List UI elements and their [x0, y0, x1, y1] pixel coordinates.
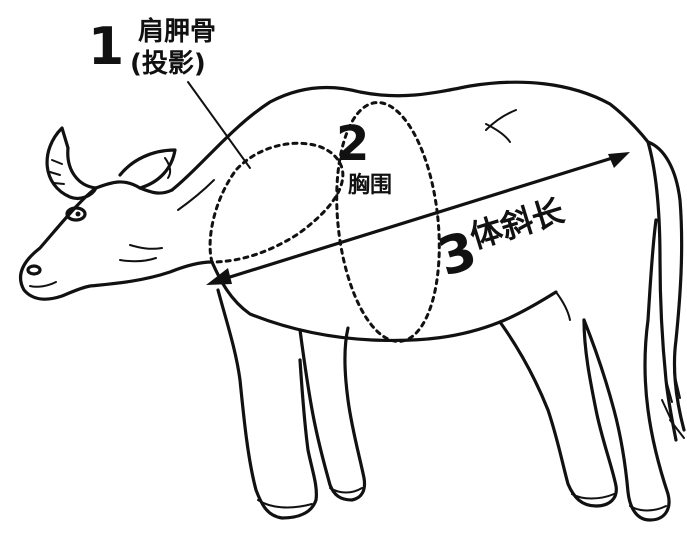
label-3-text: 体斜长 — [465, 192, 568, 256]
scapula-leader-line — [187, 81, 251, 169]
label-1-number: 1 — [88, 17, 124, 77]
label-2-number: 2 — [336, 116, 369, 172]
label-1-subtext: (投影) — [130, 49, 206, 79]
arrowhead-left-icon — [206, 268, 232, 285]
buffalo-drawing — [18, 80, 686, 522]
scapula-projection-outline — [208, 141, 345, 264]
label-2-text: 胸围 — [348, 172, 392, 198]
chest-girth-ellipse — [335, 101, 441, 343]
body-length-arrow — [206, 152, 630, 285]
label-1-text: 肩胛骨 — [138, 16, 216, 47]
arrowhead-right-icon — [608, 152, 630, 168]
